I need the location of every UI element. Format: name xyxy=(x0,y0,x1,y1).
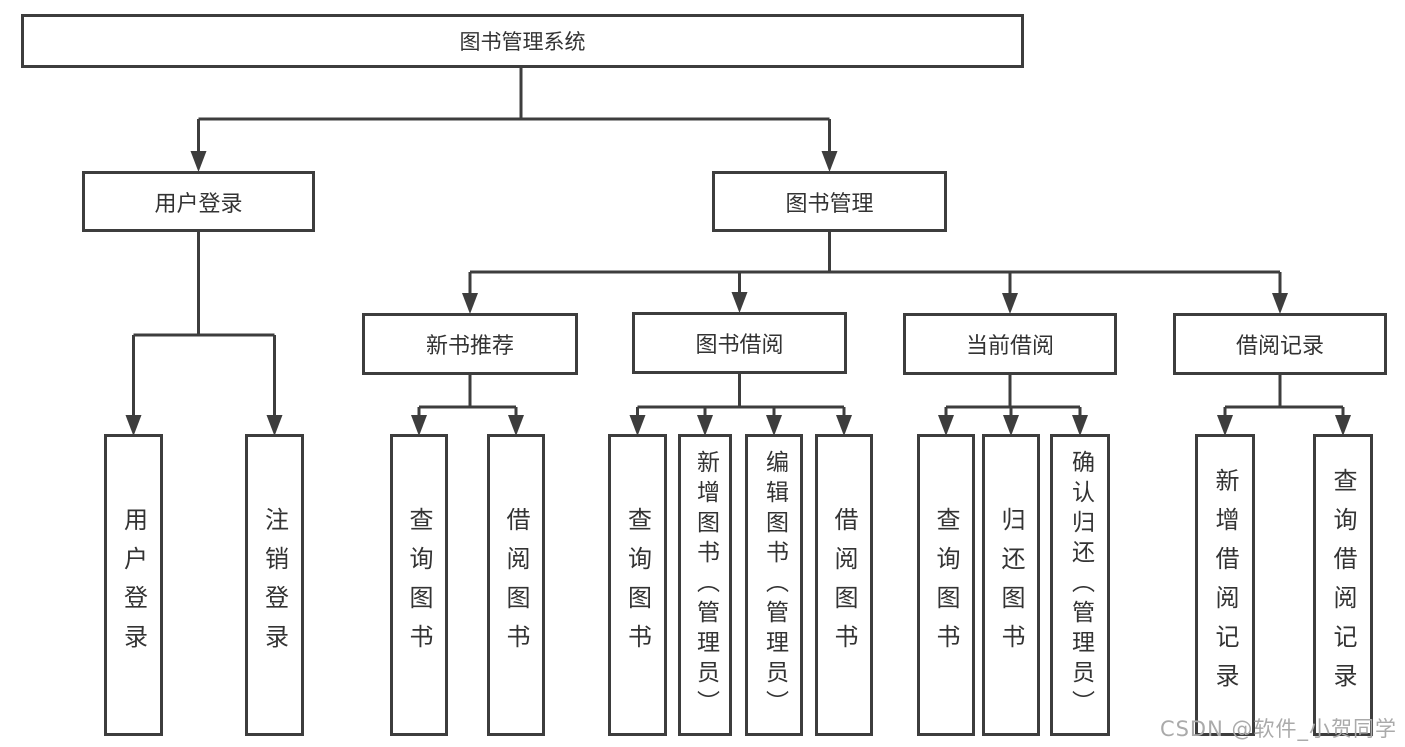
leaf-borrow-books-label: 借阅图书 xyxy=(830,507,858,663)
node-new-book-recommend-label: 新书推荐 xyxy=(425,334,514,359)
leaf-borrow-books: 借阅图书 xyxy=(815,434,873,736)
node-user-login-label: 用户登录 xyxy=(154,191,243,217)
leaf-borrow-books-recommend-label: 借阅图书 xyxy=(502,507,530,663)
leaf-user-login: 用户登录 xyxy=(104,434,163,736)
leaf-logout: 注销登录 xyxy=(245,434,304,736)
node-book-management: 图书管理 xyxy=(712,171,947,232)
leaf-return-books-label: 归还图书 xyxy=(997,507,1025,663)
leaf-edit-books-admin-label: 编辑图书（管理员） xyxy=(761,450,788,720)
leaf-query-borrow-record-label: 查询借阅记录 xyxy=(1329,468,1357,702)
node-library-system: 图书管理系统 xyxy=(21,14,1024,68)
node-book-borrow-label: 图书借阅 xyxy=(695,333,784,358)
leaf-add-borrow-record-label: 新增借阅记录 xyxy=(1211,468,1239,702)
node-current-borrow: 当前借阅 xyxy=(903,313,1117,375)
leaf-query-books-recommend: 查询图书 xyxy=(390,434,448,736)
leaf-confirm-return-admin: 确认归还（管理员） xyxy=(1050,434,1110,736)
leaf-query-books-recommend-label: 查询图书 xyxy=(405,507,433,663)
leaf-user-login-label: 用户登录 xyxy=(119,507,148,663)
leaf-edit-books-admin: 编辑图书（管理员） xyxy=(745,434,803,736)
node-book-borrow: 图书借阅 xyxy=(632,312,847,374)
node-library-system-label: 图书管理系统 xyxy=(459,30,586,54)
leaf-add-books-admin-label: 新增图书（管理员） xyxy=(692,450,719,720)
leaf-query-books-borrow: 查询图书 xyxy=(608,434,667,736)
node-new-book-recommend: 新书推荐 xyxy=(362,313,578,375)
leaf-query-books-current: 查询图书 xyxy=(917,434,975,736)
leaf-add-borrow-record: 新增借阅记录 xyxy=(1195,434,1255,736)
node-borrow-records-label: 借阅记录 xyxy=(1235,334,1324,359)
node-current-borrow-label: 当前借阅 xyxy=(965,334,1054,359)
csdn-watermark: CSDN @软件_小贺同学 xyxy=(1159,717,1397,741)
leaf-query-books-current-label: 查询图书 xyxy=(932,507,960,663)
leaf-logout-label: 注销登录 xyxy=(260,507,289,663)
node-borrow-records: 借阅记录 xyxy=(1173,313,1387,375)
leaf-query-borrow-record: 查询借阅记录 xyxy=(1313,434,1373,736)
leaf-borrow-books-recommend: 借阅图书 xyxy=(487,434,545,736)
node-book-management-label: 图书管理 xyxy=(785,191,874,217)
leaf-confirm-return-admin-label: 确认归还（管理员） xyxy=(1067,450,1094,720)
leaf-query-books-borrow-label: 查询图书 xyxy=(623,507,652,663)
node-user-login: 用户登录 xyxy=(82,171,315,232)
leaf-return-books: 归还图书 xyxy=(982,434,1040,736)
leaf-add-books-admin: 新增图书（管理员） xyxy=(678,434,732,736)
